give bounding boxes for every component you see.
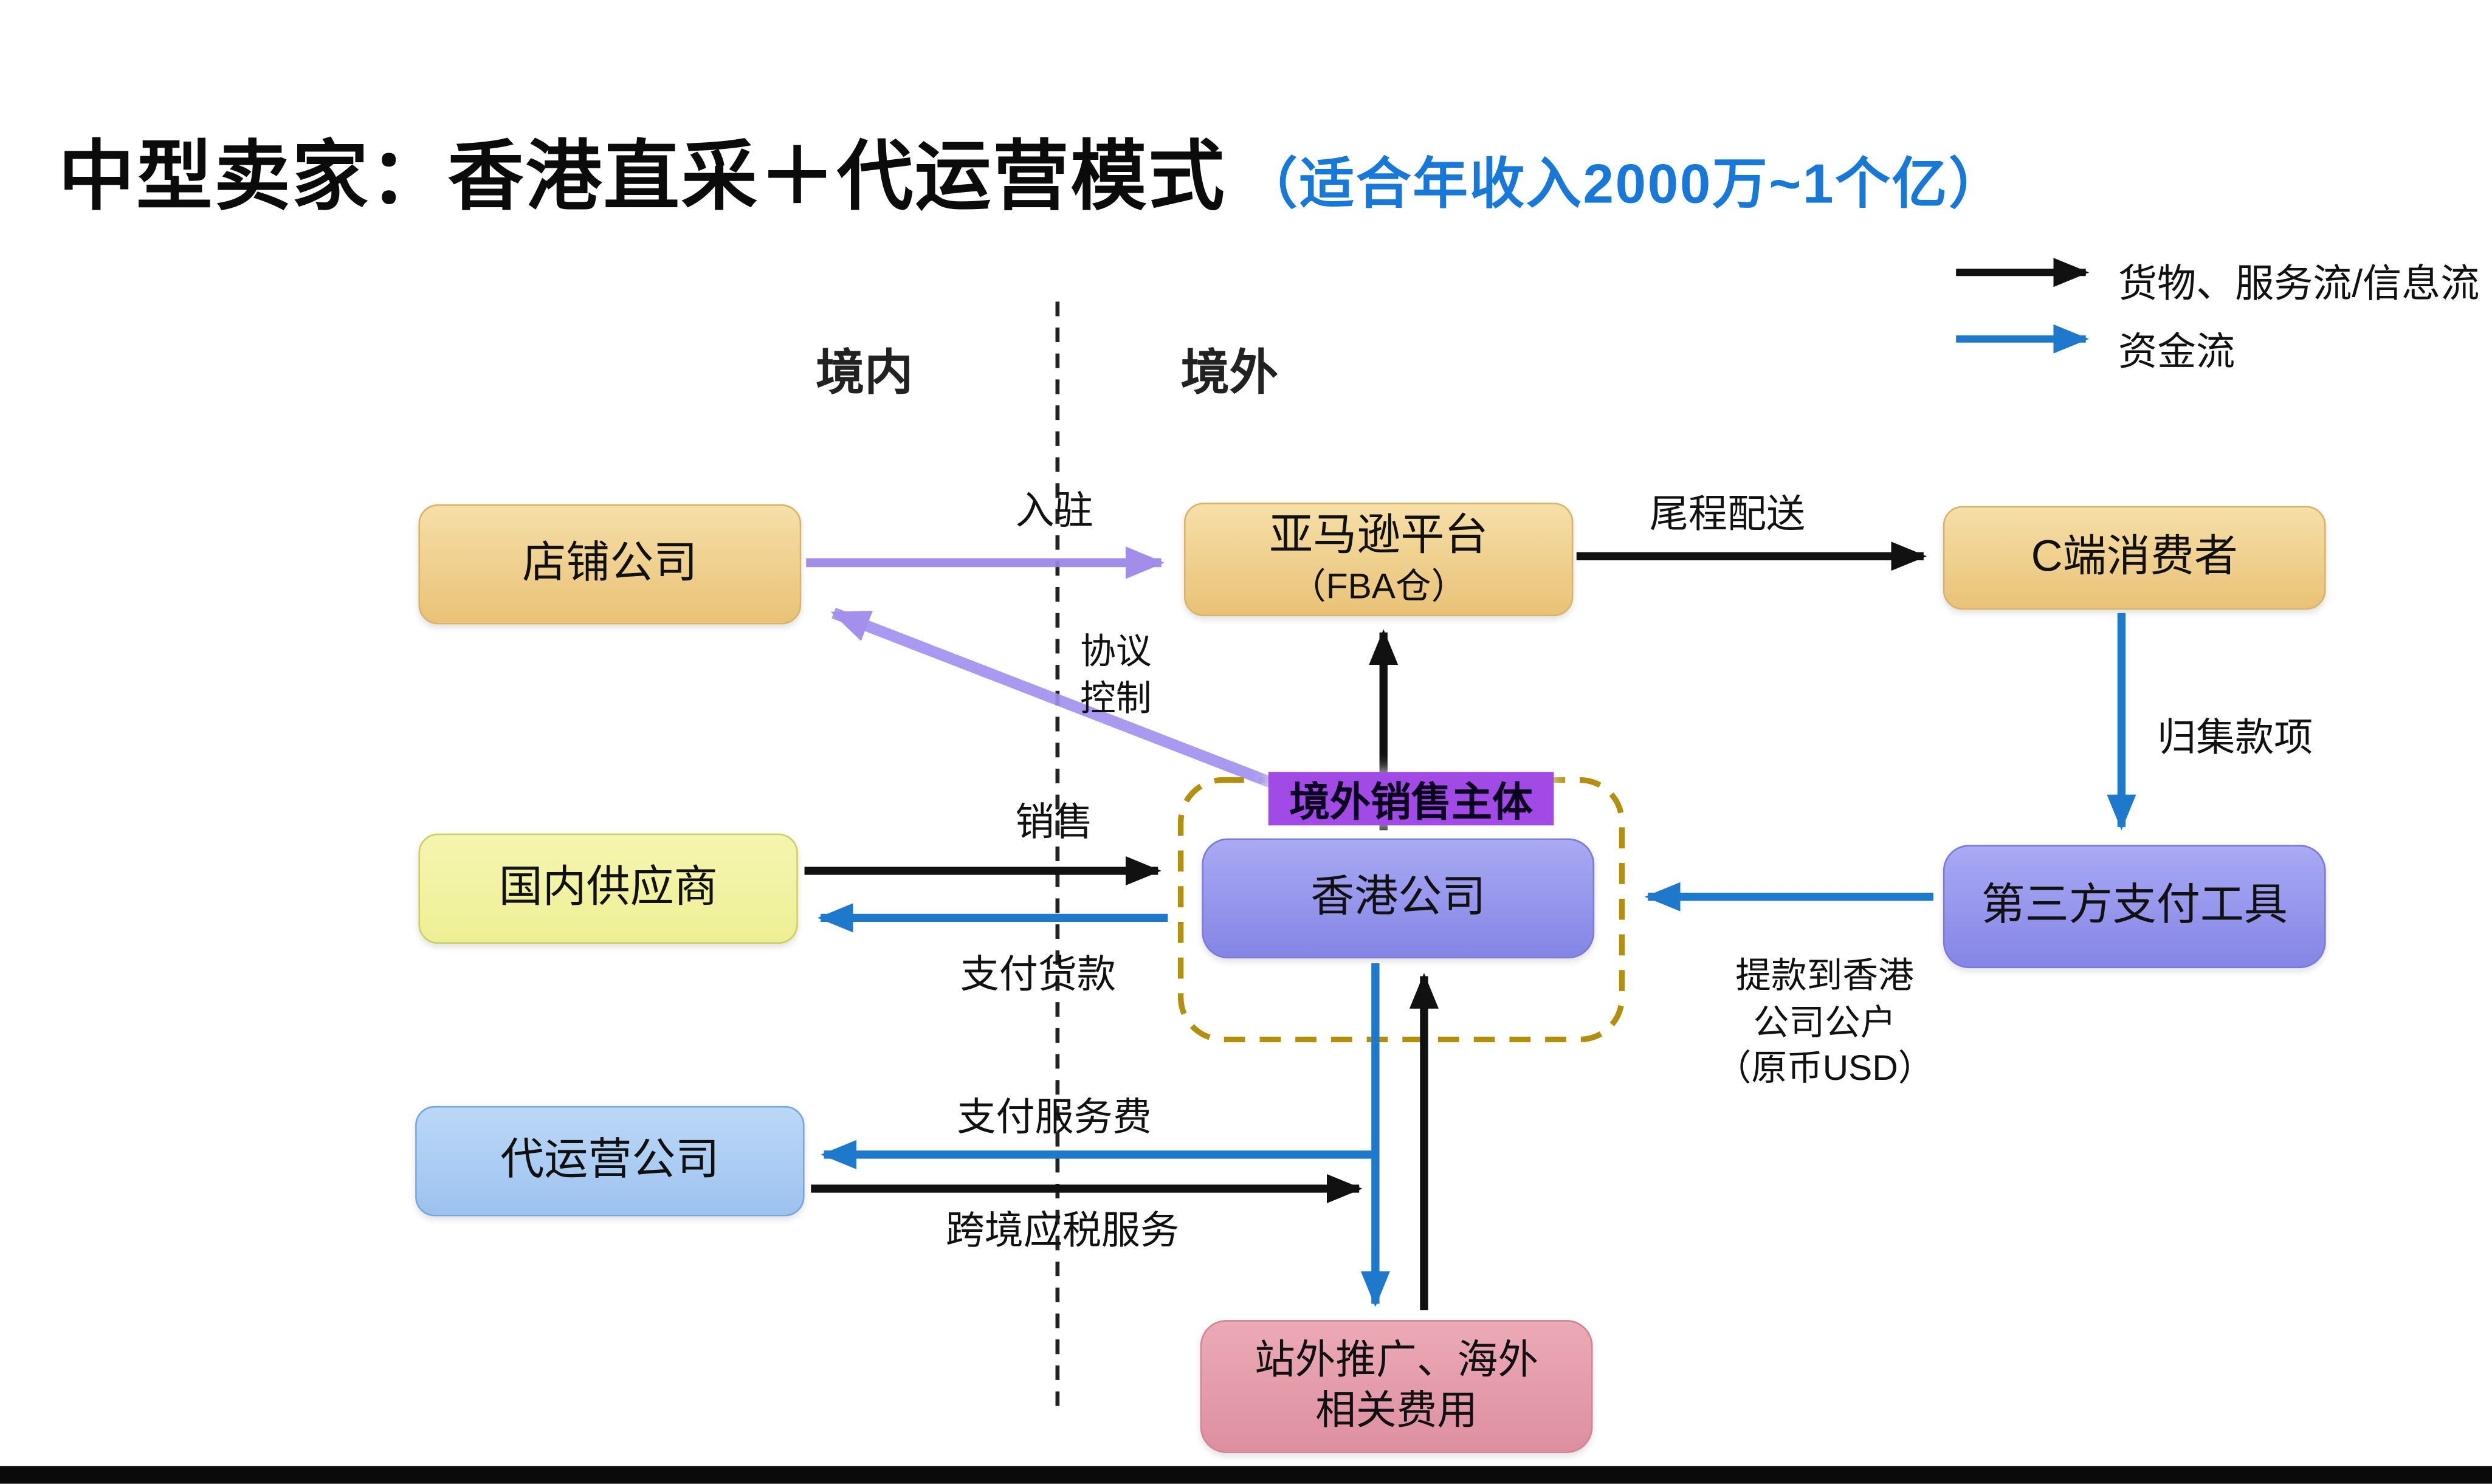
store-company-box: 店铺公司 (418, 504, 802, 625)
title-subtitle: （适合年收入2000万~1个亿） (1242, 154, 2006, 216)
payment-tool-box: 第三方支付工具 (1943, 845, 2326, 969)
pay-goods-label: 支付货款 (960, 953, 1116, 998)
amazon-platform-label: 亚马逊平台 (1269, 511, 1489, 560)
collect-funds-label: 归集款项 (2157, 716, 2313, 761)
payment-tool-label: 第三方支付工具 (1981, 881, 2288, 930)
agency-company-box: 代运营公司 (415, 1105, 805, 1217)
withdraw-label-line1: 提款到香港 (1735, 955, 1914, 996)
overseas-entity-label: 境外销售主体 (1289, 779, 1533, 825)
offsite-promo-label-line1: 站外推广、海外 (1255, 1337, 1539, 1383)
legend-goods-flow-label: 货物、服务流/信息流 (2118, 263, 2480, 307)
domestic-supplier-label: 国内供应商 (498, 862, 718, 912)
overseas-entity-tag: 境外销售主体 (1268, 772, 1554, 826)
region-domestic-label: 境内 (816, 347, 914, 401)
page-title: 中型卖家：香港直采＋代运营模式 （适合年收入2000万~1个亿） (58, 114, 2005, 225)
pay-service-fee-label: 支付服务费 (957, 1096, 1152, 1140)
agreement-control-label: 协议 控制 (1051, 629, 1180, 722)
withdraw-label-line3: （原币USD） (1715, 1048, 1934, 1089)
bottom-black-bar (0, 1466, 2492, 1484)
cross-border-service-label: 跨境应税服务 (945, 1209, 1179, 1254)
offsite-promo-box: 站外推广、海外 相关费用 (1200, 1320, 1593, 1453)
amazon-platform-box: 亚马逊平台 （FBA仓） (1184, 503, 1574, 617)
agreement-label-line2: 控制 (1080, 677, 1152, 718)
last-mile-label: 尾程配送 (1649, 493, 1806, 537)
sales-label: 销售 (1015, 801, 1093, 845)
hk-company-box: 香港公司 (1202, 838, 1595, 959)
settle-in-label: 入驻 (1015, 489, 1093, 534)
withdraw-label-line2: 公司公户 (1753, 1001, 1896, 1042)
offsite-promo-label-line2: 相关费用 (1315, 1388, 1478, 1434)
region-overseas-label: 境外 (1180, 347, 1278, 401)
hk-company-label: 香港公司 (1310, 872, 1486, 922)
consumer-box: C端消费者 (1943, 506, 2326, 610)
consumer-label: C端消费者 (2031, 532, 2238, 581)
withdraw-label: 提款到香港 公司公户 （原币USD） (1687, 953, 1963, 1093)
legend-money-flow-label: 资金流 (2118, 331, 2236, 375)
title-main: 中型卖家：香港直采＋代运营模式 (58, 132, 1227, 219)
agreement-label-line1: 协议 (1080, 631, 1152, 672)
agreement-control-arrow (830, 607, 1313, 803)
amazon-fba-label: （FBA仓） (1290, 566, 1467, 607)
agency-company-label: 代运营公司 (500, 1135, 720, 1184)
store-company-label: 店铺公司 (522, 538, 698, 588)
domestic-supplier-box: 国内供应商 (418, 833, 798, 944)
